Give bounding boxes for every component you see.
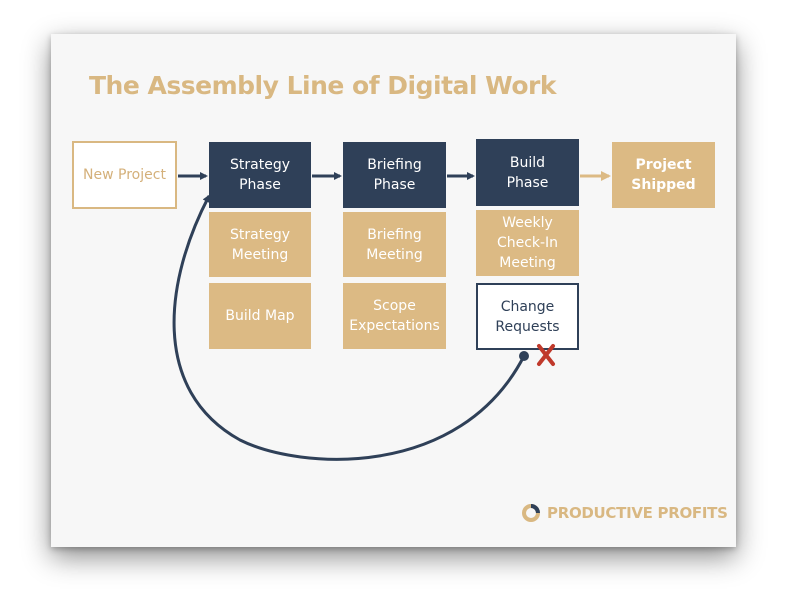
project-shipped-box: Project Shipped [612,142,715,208]
build-phase-box: Build Phase [476,139,579,206]
change-requests-box: Change Requests [476,283,579,350]
brand-name: PRODUCTIVE PROFITS [547,504,728,522]
briefing-meeting-box: Briefing Meeting [343,212,446,277]
strategy-phase-box: Strategy Phase [209,142,311,208]
weekly-checkin-box: Weekly Check-In Meeting [476,210,579,276]
strategy-meeting-box: Strategy Meeting [209,212,311,277]
brand-logo: PRODUCTIVE PROFITS [521,503,728,523]
ring-logo-icon [522,504,540,522]
page-title: The Assembly Line of Digital Work [89,71,557,100]
new-project-box: New Project [72,141,177,209]
build-map-box: Build Map [209,283,311,349]
briefing-phase-box: Briefing Phase [343,142,446,208]
scope-expectations-box: Scope Expectations [343,283,446,349]
